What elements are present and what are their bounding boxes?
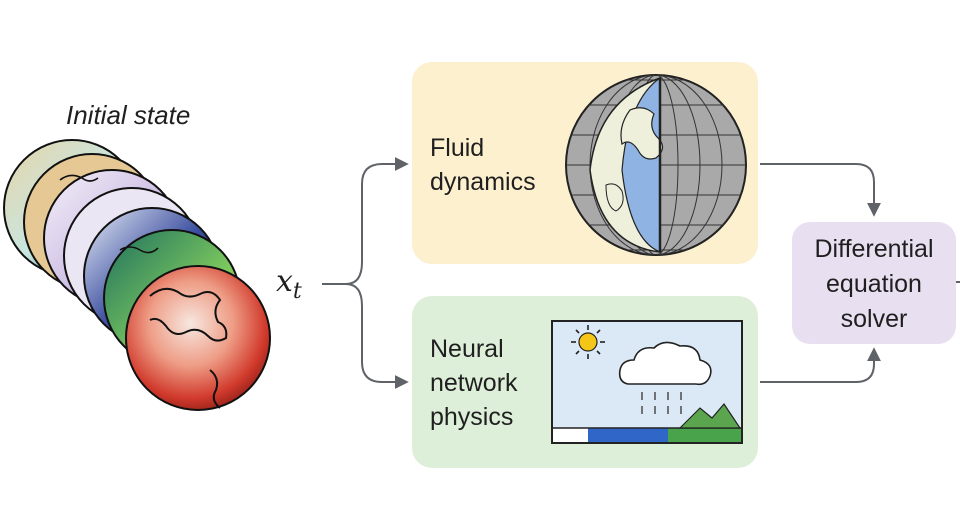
layer-coastline-b <box>59 174 99 182</box>
initial-state-label: Initial state <box>66 100 191 130</box>
layer-coastline <box>119 246 159 254</box>
state-symbol-base: x <box>276 264 293 299</box>
arrow-neural-to-solver <box>760 347 881 383</box>
connectors <box>322 157 960 389</box>
neural-physics-label: Neural network physics <box>430 332 518 434</box>
front-globe-coastline-2 <box>209 369 221 409</box>
neural-physics-line-1: Neural <box>430 335 504 363</box>
arrow-fluid-to-solver <box>760 163 881 217</box>
fluid-dynamics-label: Fluid dynamics <box>430 131 536 199</box>
initial-state-stack <box>3 139 271 411</box>
neural-physics-line-3: physics <box>430 403 514 431</box>
solver-label: Differential equation solver <box>796 232 952 337</box>
fluid-dynamics-line-1: Fluid <box>430 134 485 162</box>
rain-icon <box>641 392 682 414</box>
weather-scene-icon <box>551 320 743 444</box>
state-layer-7 <box>125 265 271 411</box>
arrow-to-neural <box>345 283 409 389</box>
state-symbol: xt <box>276 264 302 304</box>
globe-grid-icon <box>565 74 747 256</box>
arrow-to-fluid <box>345 157 409 285</box>
front-globe-coastline <box>149 287 228 342</box>
cloud-icon <box>618 341 712 386</box>
state-symbol-subscript: t <box>292 279 302 304</box>
solver-line-1: Differential <box>814 235 934 263</box>
solver-line-2: equation <box>826 270 922 298</box>
solver-box <box>792 222 956 344</box>
solver-line-3: solver <box>840 305 908 333</box>
fluid-dynamics-line-2: dynamics <box>430 168 536 196</box>
neural-physics-line-2: network <box>430 369 518 397</box>
sun-icon <box>578 332 598 352</box>
